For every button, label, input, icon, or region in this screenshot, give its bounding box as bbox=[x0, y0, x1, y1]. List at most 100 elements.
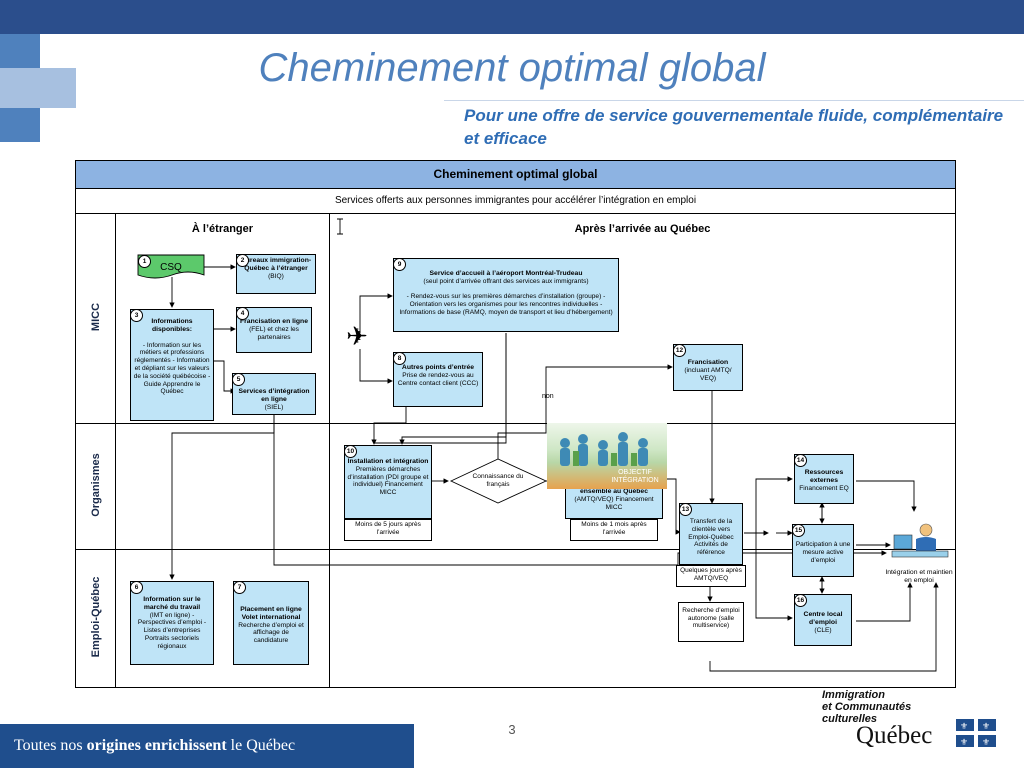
node-informations: Informations disponibles: - Information … bbox=[130, 309, 214, 421]
node-text: Financement EQ bbox=[799, 484, 849, 492]
node-installation-integration: Installation et intégration Premières dé… bbox=[344, 445, 432, 519]
node-number: 8 bbox=[393, 352, 406, 365]
person-at-computer-icon bbox=[891, 523, 949, 558]
node-number: 13 bbox=[679, 503, 692, 516]
node-note: Moins de 5 jours après l’arrivée bbox=[344, 519, 432, 541]
node-title: Informations disponibles: bbox=[151, 318, 193, 333]
node-text: (BIQ) bbox=[268, 272, 284, 280]
svg-text:⚜: ⚜ bbox=[982, 737, 990, 747]
decor-square bbox=[0, 34, 40, 68]
node-title: Services d’intégration en ligne bbox=[238, 388, 310, 403]
node-biq: Bureaux immigration-Québec à l’étranger … bbox=[236, 254, 316, 294]
node-title: Placement en ligne Volet international bbox=[240, 606, 302, 621]
column-header-abroad: À l’étranger bbox=[191, 223, 254, 235]
node-number: 9 bbox=[393, 258, 406, 271]
people-silhouettes-icon bbox=[560, 432, 648, 466]
node-note: Moins de 1 mois après l’arrivée bbox=[570, 519, 658, 541]
svg-text:⚜: ⚜ bbox=[960, 737, 968, 747]
node-number: 14 bbox=[794, 454, 807, 467]
node-text: - Information sur les métiers et profess… bbox=[133, 341, 211, 396]
node-text: (AMTQ/VEQ) Financement MICC bbox=[574, 495, 654, 511]
logo-line: Immigration bbox=[822, 689, 885, 701]
node-siel: Services d’intégration en ligne (SIEL) bbox=[232, 373, 316, 415]
node-csq-label: CSQ bbox=[160, 262, 182, 273]
node-integration-maintien-emploi: Intégration et maintien en emploi bbox=[885, 569, 953, 584]
decision-connaissance-francais: Connaissance du français bbox=[472, 473, 524, 488]
node-title: Francisation en ligne bbox=[240, 318, 308, 325]
node-text: Participation à une mesure active d’empl… bbox=[795, 541, 851, 564]
node-information-marche-travail: Information sur le marché du travail (IM… bbox=[130, 581, 214, 665]
node-text: (CLE) bbox=[814, 626, 832, 634]
node-text: Prise de rendez-vous au Centre contact c… bbox=[397, 371, 479, 387]
node-autres-points-entree: Autres points d’entrée Prise de rendez-v… bbox=[393, 352, 483, 407]
ministry-logo-text: Immigration et Communautés culturelles bbox=[822, 689, 911, 725]
node-text: (IMT en ligne) - Perspectives d’emploi -… bbox=[137, 611, 207, 650]
decision-non-label: non bbox=[542, 393, 554, 400]
node-text: (seul point d’arrivée offrant des servic… bbox=[423, 277, 589, 285]
footer-text-1: Toutes nos bbox=[14, 737, 87, 754]
node-title: Service d’accueil à l’aéroport Montréal-… bbox=[429, 270, 583, 277]
node-text: (SIEL) bbox=[264, 403, 284, 411]
logo-line: culturelles bbox=[822, 713, 878, 725]
decor-square bbox=[0, 108, 40, 142]
decor-square bbox=[0, 68, 40, 108]
node-title: ensemble au Québec bbox=[580, 488, 648, 495]
node-title: Centre local d’emploi bbox=[803, 611, 843, 626]
slide-title: Cheminement optimal global bbox=[258, 46, 766, 90]
svg-text:⚜: ⚜ bbox=[960, 721, 968, 731]
column-divider bbox=[329, 214, 330, 687]
logo-line: et Communautés bbox=[822, 701, 912, 713]
node-placement-en-ligne: Placement en ligne Volet international R… bbox=[233, 581, 309, 665]
node-text: Recherche d’emploi et affichage de candi… bbox=[238, 621, 304, 645]
footer-text-2: origines enrichissent bbox=[86, 737, 227, 754]
node-text: Premières démarches d’installation (PDI … bbox=[347, 465, 429, 497]
quebec-flag-icon: ⚜ ⚜ ⚜ ⚜ bbox=[956, 719, 996, 747]
node-mesure-active-emploi: Participation à une mesure active d’empl… bbox=[792, 524, 854, 577]
page-number: 3 bbox=[508, 722, 516, 737]
node-note: Quelques jours après AMTQ/VEQ bbox=[676, 565, 746, 587]
lane-divider bbox=[76, 549, 955, 550]
node-number: 16 bbox=[794, 594, 807, 607]
node-number: 5 bbox=[232, 373, 245, 386]
diagram-title: Cheminement optimal global bbox=[76, 161, 955, 189]
node-number: 1 bbox=[138, 255, 151, 268]
node-text: Transfert de la clientèle vers Emploi-Qu… bbox=[688, 518, 734, 557]
node-accueil-aeroport: Service d’accueil à l’aéroport Montréal-… bbox=[393, 258, 619, 332]
node-title: Information sur le marché du travail bbox=[143, 596, 201, 611]
lane-divider bbox=[76, 423, 955, 424]
node-text: (FEL) et chez les partenaires bbox=[249, 325, 299, 341]
node-bullets: - Rendez-vous sur les premières démarche… bbox=[399, 293, 613, 316]
objectif-integration-photo: OBJECTIF INTÉGRATION bbox=[547, 423, 667, 489]
node-recherche-emploi-autonome: Recherche d’emploi autonome (salle multi… bbox=[678, 602, 744, 642]
node-title: Francisation bbox=[687, 359, 729, 366]
decor-square bbox=[40, 68, 76, 108]
quebec-wordmark: Québec bbox=[856, 722, 933, 749]
title-rule bbox=[444, 100, 1024, 101]
footer-text-3: le Québec bbox=[226, 737, 296, 754]
lane-label-divider bbox=[115, 214, 116, 687]
node-number: 12 bbox=[673, 344, 686, 357]
footer-slogan: Toutes nos origines enrichissent le Québ… bbox=[0, 724, 414, 768]
flow-diagram: Cheminement optimal global Services offe… bbox=[75, 160, 956, 688]
slide-subtitle: Pour une offre de service gouvernemental… bbox=[464, 106, 1004, 148]
node-number: 15 bbox=[792, 524, 805, 537]
node-number: 2 bbox=[236, 254, 249, 267]
photo-caption-integration: INTÉGRATION bbox=[611, 477, 659, 484]
node-number: 3 bbox=[130, 309, 143, 322]
node-number: 7 bbox=[233, 581, 246, 594]
photo-caption-objectif: OBJECTIF bbox=[618, 469, 652, 476]
airplane-icon: ✈ bbox=[346, 321, 368, 351]
node-number: 4 bbox=[236, 307, 249, 320]
svg-text:⚜: ⚜ bbox=[982, 721, 990, 731]
column-header-after-arrival: Après l’arrivée au Québec bbox=[574, 223, 711, 235]
node-text: (incluant AMTQ/ VEQ) bbox=[684, 366, 732, 382]
node-number: 6 bbox=[130, 581, 143, 594]
node-number: 10 bbox=[344, 445, 357, 458]
node-title: Autres points d’entrée bbox=[401, 364, 475, 371]
connectors bbox=[137, 218, 939, 672]
node-title: Ressources externes bbox=[804, 469, 844, 484]
top-banner bbox=[0, 0, 1024, 34]
node-title: Installation et intégration bbox=[347, 458, 429, 465]
diagram-subheader: Services offerts aux personnes immigrant… bbox=[76, 189, 955, 214]
node-title: Bureaux immigration-Québec à l’étranger bbox=[240, 257, 312, 272]
